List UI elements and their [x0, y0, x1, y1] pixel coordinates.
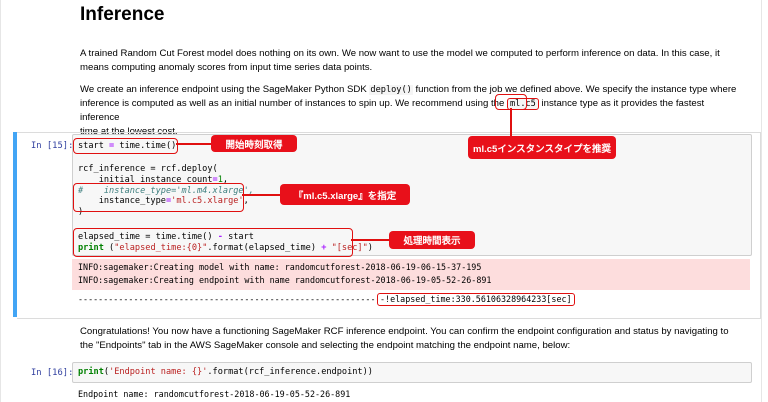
code-count-line: initial_instance_count=1, [78, 174, 229, 185]
cell-16-input-area[interactable] [72, 362, 752, 383]
inline-code-deploy: deploy() [369, 85, 413, 95]
callout-line-ml-c5 [510, 108, 512, 136]
code-type-line: instance_type='ml.c5.xlarge', [78, 196, 249, 207]
section-heading: Inference [80, 4, 165, 25]
highlight-instance-type [73, 183, 244, 212]
code-comment-line: # instance_type='ml.m4.xlarge', [78, 185, 254, 196]
code-start-line: start = time.time() [78, 141, 177, 151]
deploy-paragraph: We create an inference endpoint using th… [80, 84, 737, 137]
congrats-paragraph: Congratulations! You now have a function… [80, 326, 729, 351]
code-rcf-line: rcf_inference = rcf.deploy( [78, 164, 218, 174]
callout-line-instance [242, 194, 280, 196]
cell-16-output: Endpoint name: randomcutforest-2018-06-1… [78, 389, 351, 399]
stdout-elapsed-result: -!elapsed_time:330.56106328964233[sec] [377, 293, 575, 306]
right-border [761, 0, 762, 402]
code-print-line: print ("elapsed_time:{0}".format(elapsed… [78, 242, 373, 253]
callout-instance-type: 『ml.c5.xlarge』を指定 [280, 184, 410, 205]
highlight-start [73, 138, 178, 154]
callout-start-time: 開始時刻取得 [211, 135, 297, 152]
code-block-deploy: rcf_inference = rcf.deploy( initial_inst… [78, 164, 254, 218]
callout-line-elapsed [351, 239, 390, 241]
code-cell-15[interactable] [17, 132, 761, 319]
code-cell-16-line: print('Endpoint name: {}'.format(rcf_inf… [78, 367, 373, 377]
intro-paragraph: A trained Random Cut Forest model does n… [80, 48, 720, 73]
cell-15-prompt: In [15]: [31, 141, 74, 151]
callout-line-start [176, 143, 212, 145]
code-elapsed-line: elapsed_time = time.time() - start [78, 232, 254, 242]
code-close-line: ) [78, 207, 84, 218]
stdout-progress-dashes: ----------------------------------------… [78, 294, 378, 304]
left-border [0, 0, 1, 402]
code-block-elapsed: elapsed_time = time.time() - start print… [78, 232, 373, 254]
highlight-elapsed [73, 228, 353, 257]
cell-16-prompt: In [16]: [31, 368, 74, 378]
inline-code-ml-c5: ml.c5 [506, 98, 539, 110]
selected-cell-indicator [13, 132, 17, 317]
stderr-line-2: INFO:sagemaker:Creating endpoint with na… [78, 275, 492, 285]
cell-15-stderr [72, 259, 750, 290]
callout-ml-c5: ml.c5インスタンスタイプを推奨 [468, 136, 616, 159]
stderr-line-1: INFO:sagemaker:Creating model with name:… [78, 262, 482, 272]
callout-elapsed: 処理時間表示 [389, 231, 475, 249]
